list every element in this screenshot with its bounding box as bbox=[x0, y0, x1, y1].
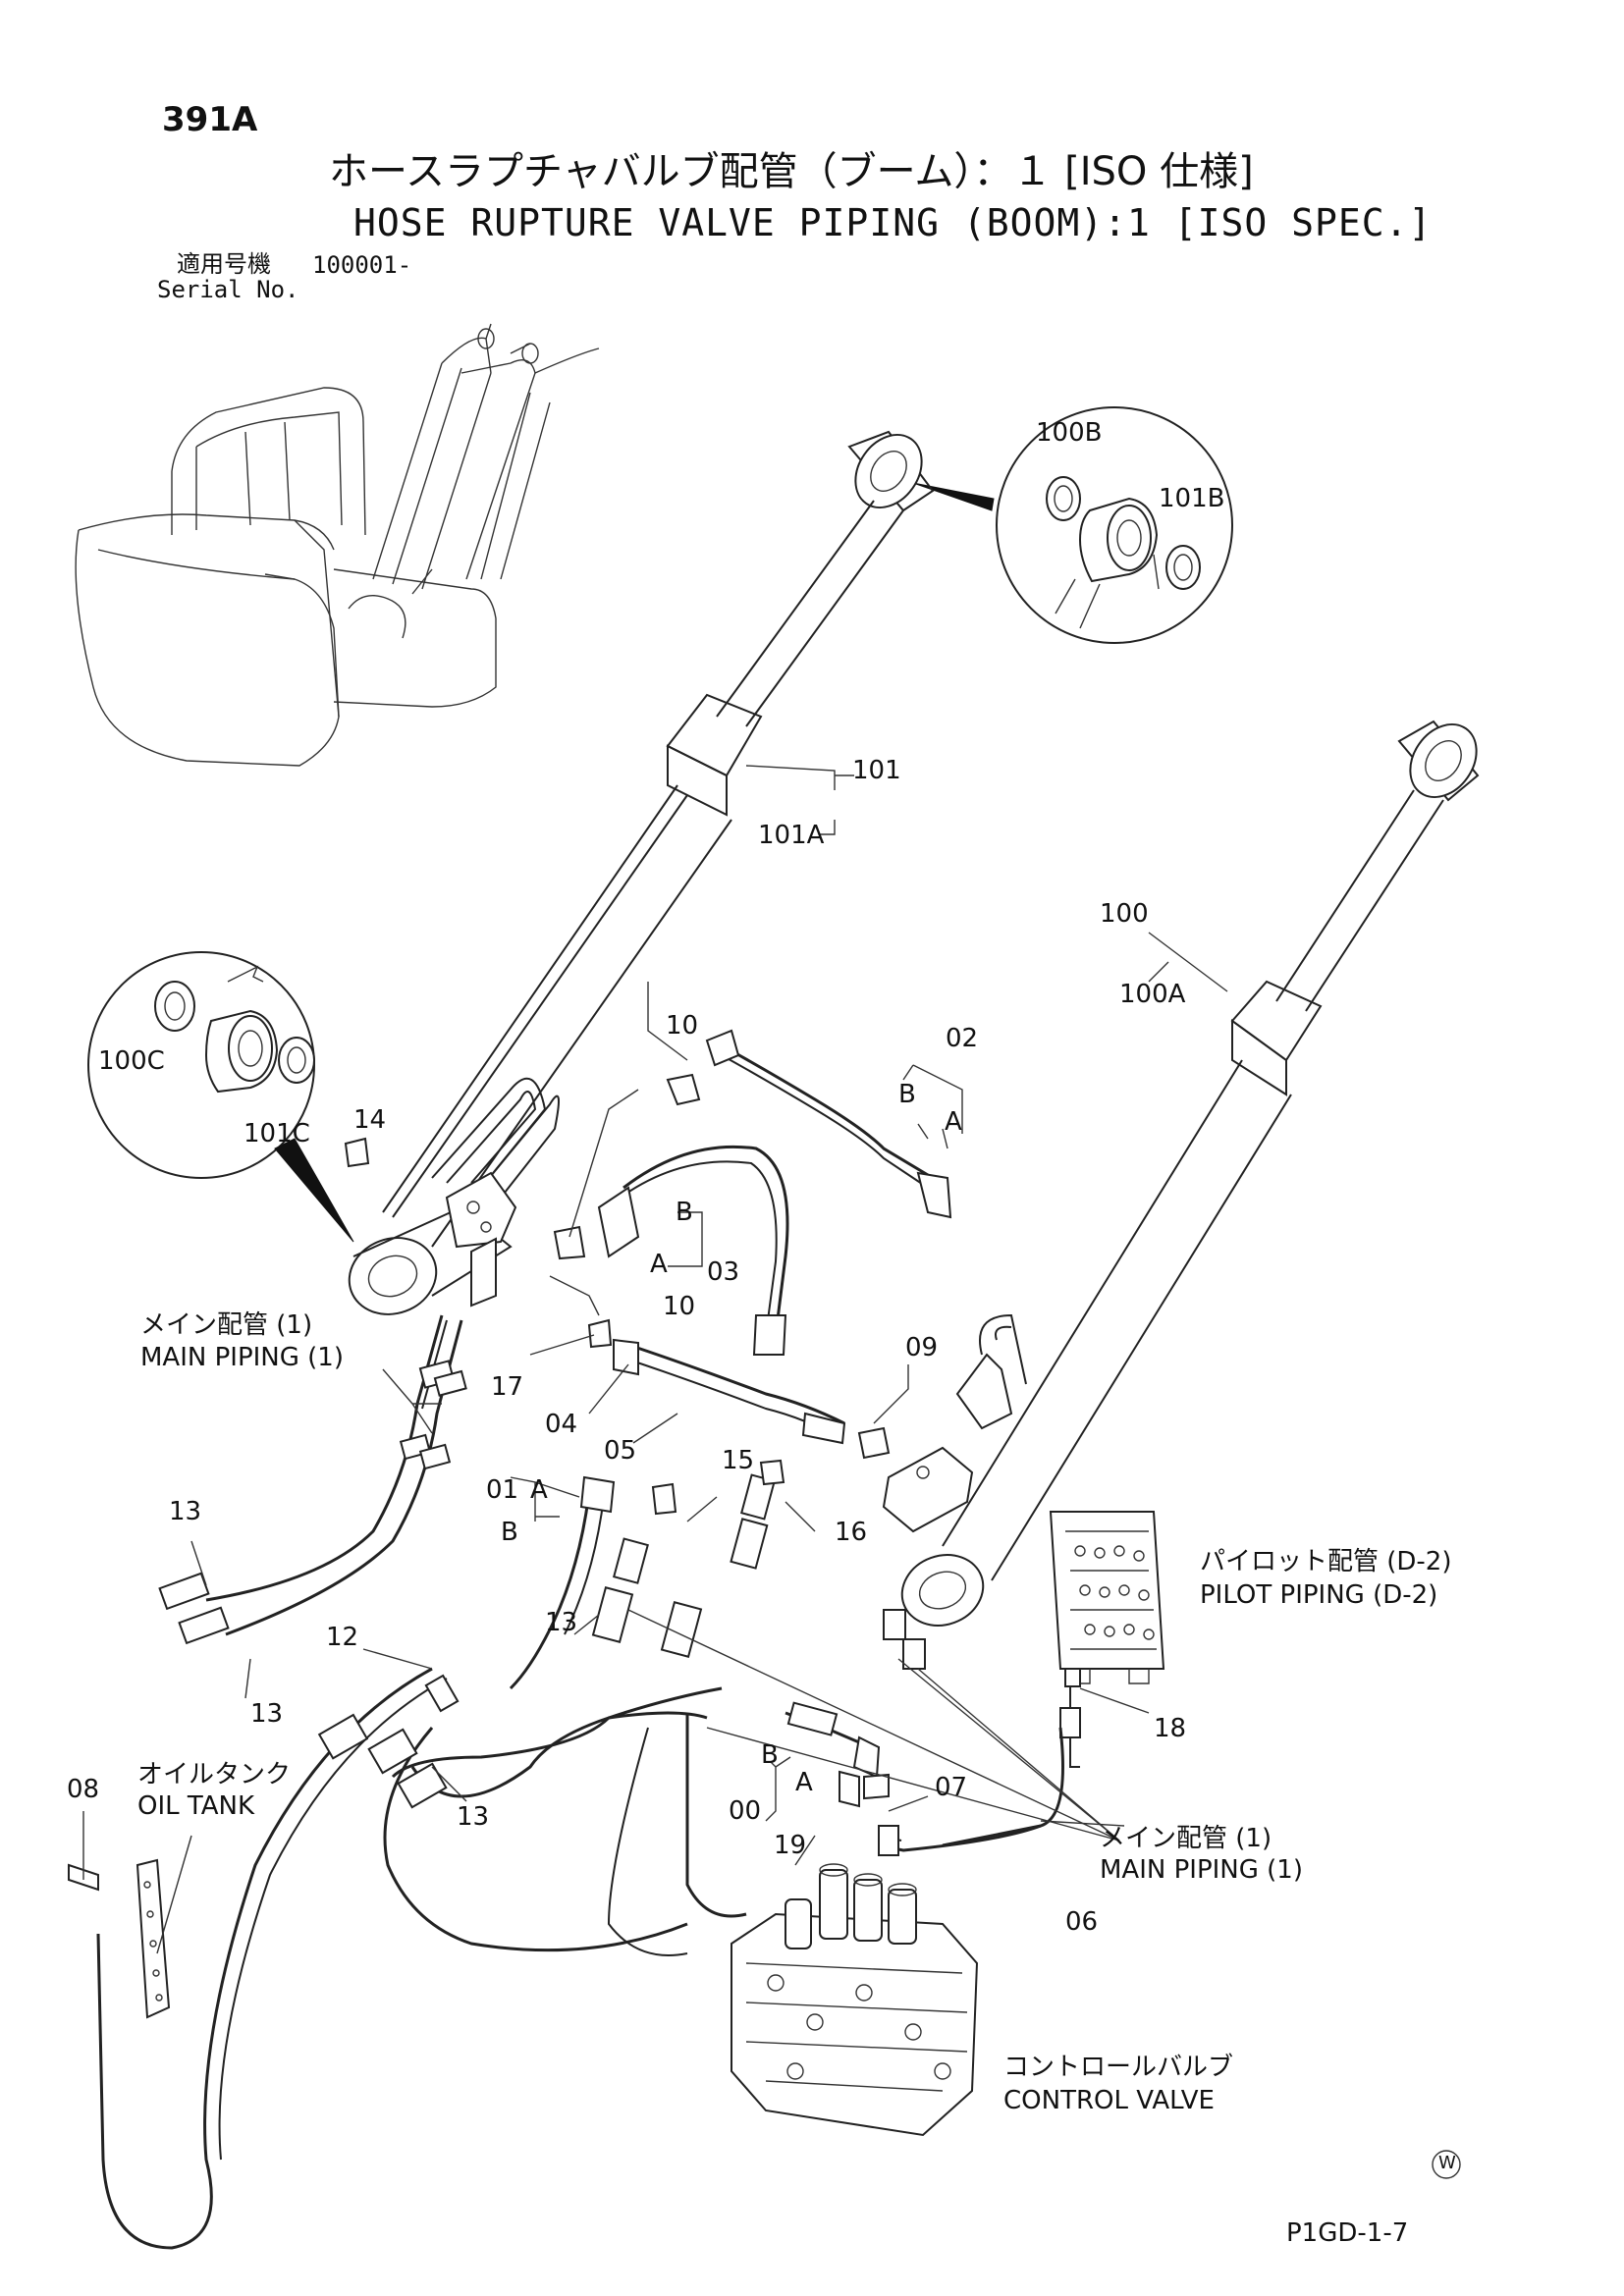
control-valve-label-en: CONTROL VALVE bbox=[1003, 2086, 1215, 2115]
callout-101C: 101C bbox=[244, 1119, 310, 1148]
title-english: HOSE RUPTURE VALVE PIPING (BOOM):1 [ISO … bbox=[353, 201, 1433, 244]
serial-value: 100001- bbox=[312, 251, 412, 279]
callout-07: 07 bbox=[935, 1773, 968, 1802]
oil-tank-plate-icon bbox=[68, 1858, 171, 2019]
callout-A-01: A bbox=[530, 1475, 548, 1505]
callout-03: 03 bbox=[707, 1257, 740, 1287]
pilot-piping-label-en: PILOT PIPING (D-2) bbox=[1200, 1580, 1438, 1610]
pilot-valve-icon bbox=[1049, 1511, 1165, 1768]
callout-A-00: A bbox=[795, 1768, 813, 1797]
callout-14: 14 bbox=[353, 1105, 387, 1135]
callout-12: 12 bbox=[326, 1623, 359, 1652]
main-piping-label-en-left: MAIN PIPING (1) bbox=[140, 1343, 344, 1372]
control-valve-icon bbox=[731, 1863, 979, 2137]
bushing-detail-icon-2 bbox=[87, 951, 354, 1243]
callout-04: 04 bbox=[545, 1410, 578, 1439]
callout-19: 19 bbox=[774, 1831, 807, 1860]
callout-A-03: A bbox=[650, 1250, 668, 1279]
callout-02: 02 bbox=[946, 1024, 979, 1053]
callout-16: 16 bbox=[835, 1518, 868, 1547]
main-piping-label-jp-right: メイン配管 (1) bbox=[1100, 1824, 1272, 1853]
callout-05: 05 bbox=[604, 1436, 637, 1466]
callout-100C: 100C bbox=[98, 1046, 165, 1076]
hose-rupture-valve-icon bbox=[445, 1171, 517, 1308]
callout-101A: 101A bbox=[758, 821, 825, 850]
oil-tank-label-jp: オイルタンク bbox=[137, 1760, 292, 1789]
bushing-detail-icon bbox=[912, 406, 1233, 644]
callout-10-mid: 10 bbox=[663, 1292, 696, 1321]
w-mark: W bbox=[1438, 2153, 1456, 2173]
callout-B-00: B bbox=[761, 1740, 779, 1770]
boom-cylinder-icon bbox=[348, 430, 935, 1315]
callout-100A: 100A bbox=[1119, 980, 1186, 1009]
callout-13-c: 13 bbox=[545, 1608, 578, 1637]
callout-18: 18 bbox=[1154, 1714, 1187, 1743]
callout-B-03: B bbox=[676, 1198, 693, 1227]
callout-13-d: 13 bbox=[457, 1802, 490, 1832]
serial-label-en: Serial No. bbox=[157, 276, 299, 303]
callout-10-top: 10 bbox=[666, 1011, 699, 1041]
callout-A-02: A bbox=[945, 1107, 962, 1137]
callout-B-02: B bbox=[898, 1080, 916, 1109]
callout-01: 01 bbox=[486, 1475, 519, 1505]
excavator-thumbnail-icon bbox=[75, 323, 600, 767]
callout-15: 15 bbox=[722, 1446, 755, 1475]
callout-09: 09 bbox=[905, 1333, 939, 1362]
leader-lines bbox=[82, 765, 1228, 1954]
drawing-code: P1GD-1-7 bbox=[1286, 2218, 1409, 2248]
callout-13-a: 13 bbox=[169, 1497, 202, 1526]
callout-17: 17 bbox=[491, 1372, 524, 1402]
callout-100B: 100B bbox=[1036, 418, 1103, 448]
hose-lines bbox=[96, 1029, 1081, 2250]
main-piping-label-en-right: MAIN PIPING (1) bbox=[1100, 1855, 1303, 1885]
pilot-piping-label-jp: パイロット配管 (D-2) bbox=[1200, 1547, 1452, 1576]
main-piping-label-jp-left: メイン配管 (1) bbox=[140, 1310, 313, 1340]
callout-101: 101 bbox=[852, 756, 901, 785]
oil-tank-label-en: OIL TANK bbox=[137, 1791, 255, 1821]
callout-100: 100 bbox=[1100, 899, 1149, 929]
callout-00: 00 bbox=[729, 1796, 762, 1826]
callout-B-01: B bbox=[501, 1518, 518, 1547]
control-valve-label-jp: コントロールバルブ bbox=[1003, 2053, 1234, 2082]
callout-06: 06 bbox=[1065, 1907, 1099, 1937]
callout-101B: 101B bbox=[1159, 484, 1225, 513]
serial-label-jp: 適用号機 bbox=[177, 250, 271, 278]
w-mark-circle bbox=[1432, 2150, 1461, 2179]
boom-cylinder-icon-2 bbox=[882, 720, 1480, 1627]
callout-13-b: 13 bbox=[250, 1699, 284, 1729]
page-number: 391A bbox=[162, 100, 258, 139]
callout-08: 08 bbox=[67, 1775, 100, 1804]
title-japanese: ホースラプチャバルブ配管（ブーム）：１ [ISO 仕様] bbox=[329, 149, 1254, 194]
